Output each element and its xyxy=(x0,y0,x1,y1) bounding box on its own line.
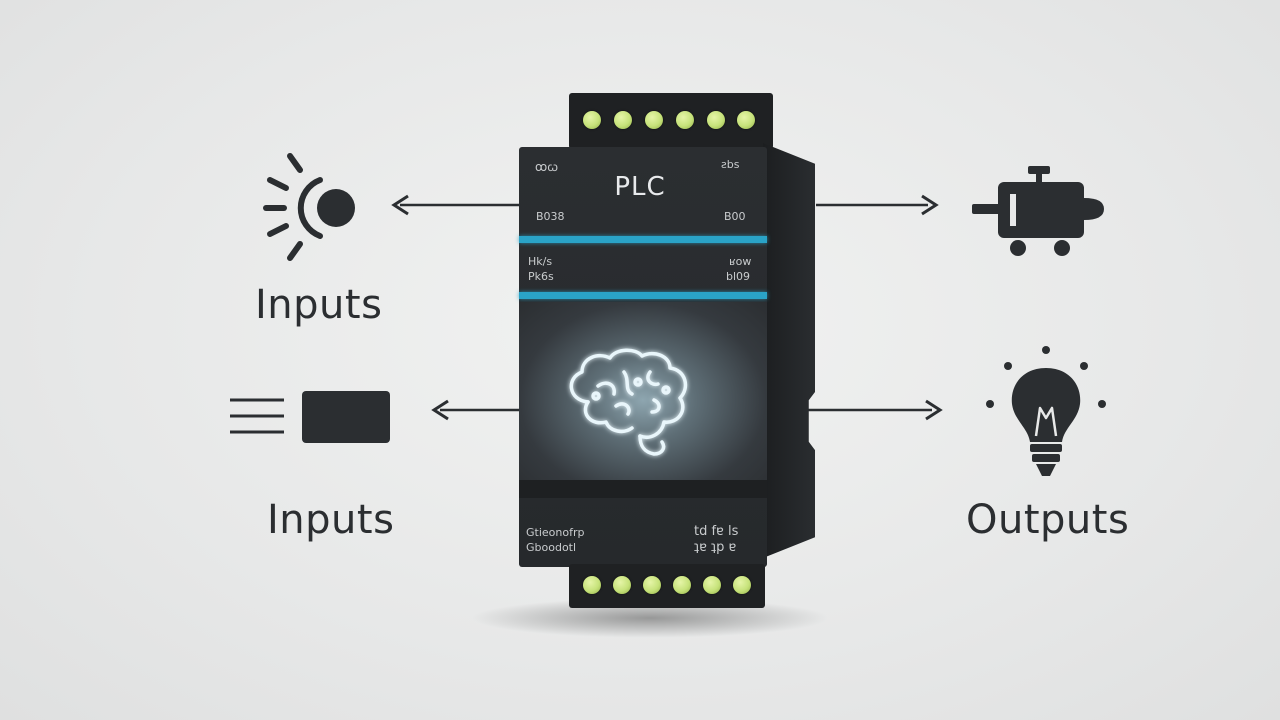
top-terminal-block xyxy=(569,93,773,149)
arrow-to-inputs-top xyxy=(391,194,522,216)
terminal-screw xyxy=(613,576,631,594)
terminal-screw xyxy=(676,111,694,129)
light-bulb-icon xyxy=(986,346,1106,476)
plc-top-left-mark: ꝏꞷ xyxy=(535,160,559,174)
brain-icon xyxy=(569,348,688,456)
terminal-screw xyxy=(583,111,601,129)
plc-footer-right-b: ʇɐ ʇp ɐ xyxy=(694,540,737,555)
terminal-screw xyxy=(583,576,601,594)
plc-title: PLC xyxy=(614,172,666,202)
arrow-to-bulb xyxy=(806,399,943,421)
arrow-to-inputs-bottom xyxy=(431,399,522,421)
plc-side-panel xyxy=(763,143,815,558)
terminal-screw xyxy=(707,111,725,129)
accent-stripe-top xyxy=(519,236,767,243)
terminal-screw xyxy=(614,111,632,129)
terminal-screw xyxy=(645,111,663,129)
inputs-label-bottom: Inputs xyxy=(267,497,395,543)
accent-stripe-bottom xyxy=(519,292,767,299)
outputs-label: Outputs xyxy=(966,497,1130,543)
plc-footer-left-a: Gtieonofrp xyxy=(526,526,585,539)
plc-row2-right-b: bl09 xyxy=(726,270,751,283)
plc-lower-band xyxy=(519,480,767,498)
plc-display-panel xyxy=(519,302,767,480)
plc-footer-left-b: Gboodotl xyxy=(526,541,577,554)
terminal-screw xyxy=(643,576,661,594)
motor-icon xyxy=(972,166,1104,256)
plc-row2-left-b: Pk6s xyxy=(528,270,554,283)
plc-row1-right: B00 xyxy=(724,210,746,223)
inputs-label-top: Inputs xyxy=(255,282,383,328)
plc-row2-right-a: ʁow xyxy=(729,255,752,268)
terminal-screw xyxy=(703,576,721,594)
plc-top-right-mark: ƨbs xyxy=(721,158,740,171)
terminal-screw xyxy=(737,111,755,129)
input-module-icon xyxy=(230,391,390,443)
terminal-screw xyxy=(673,576,691,594)
sensor-icon xyxy=(263,153,355,261)
bottom-terminal-block xyxy=(569,564,765,608)
terminal-screw xyxy=(733,576,751,594)
arrow-to-motor xyxy=(816,194,939,216)
plc-footer-right-a: td fɐ ls xyxy=(694,524,739,539)
plc-row1-left: B038 xyxy=(536,210,565,223)
plc-row2-left-a: Hk/s xyxy=(528,255,553,268)
